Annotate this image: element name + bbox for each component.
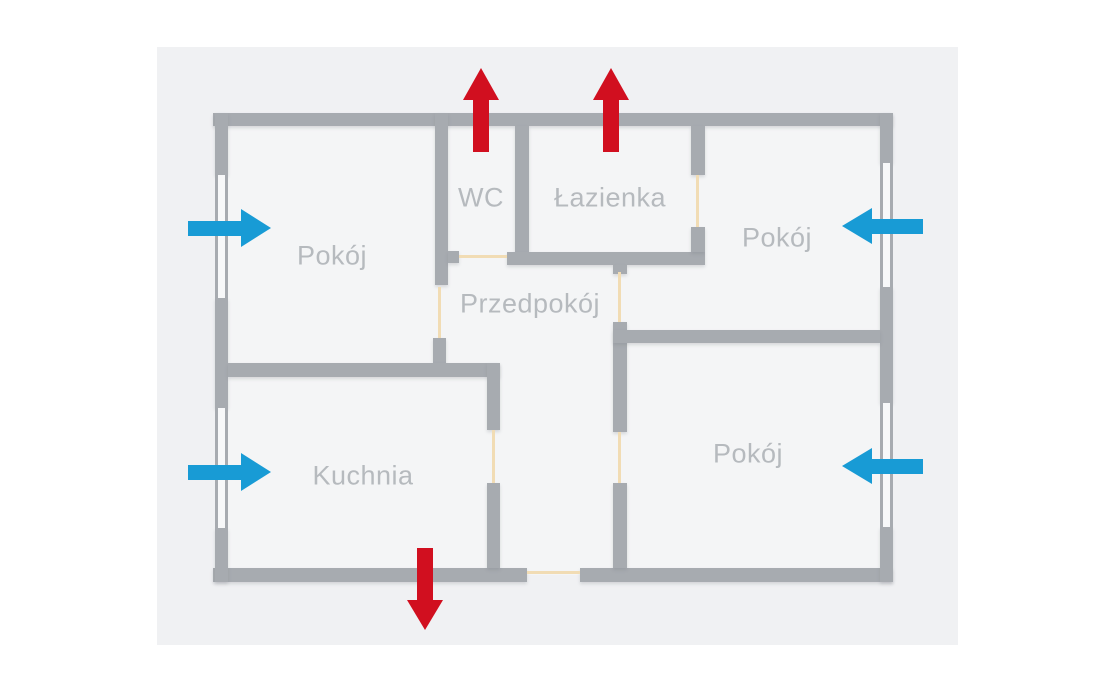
outer-wall-right-lower <box>880 527 893 582</box>
arrow-shaft <box>473 100 489 152</box>
door-wc <box>459 255 507 258</box>
wall-kitchen-top <box>228 363 500 377</box>
door-kitchen <box>492 430 495 483</box>
outer-wall-bottom-left <box>213 568 527 582</box>
outer-wall-right-upper <box>880 113 893 163</box>
arrow-head <box>241 209 271 247</box>
door-bathroom-room <box>696 175 699 227</box>
arrow-shaft <box>872 458 923 474</box>
arrow-head <box>407 600 443 630</box>
wall-bathroom-room-upper <box>691 126 705 175</box>
arrow-head <box>842 448 872 484</box>
room-label-bottom-right: Pokój <box>712 438 784 469</box>
outer-wall-bottom-right <box>580 568 893 582</box>
supply-arrow-left-room-bottom-right-icon <box>842 448 923 484</box>
wall-bathroom-room-lower <box>691 227 705 252</box>
room-label-bathroom: Łazienka <box>553 182 667 213</box>
arrow-head <box>842 208 872 244</box>
door-room-bottom-right <box>618 432 621 483</box>
wall-hallway-right-stub <box>613 265 627 274</box>
outer-wall-left-upper <box>215 113 228 175</box>
arrow-shaft <box>872 218 923 234</box>
exhaust-arrow-down-kitchen-icon <box>407 548 443 630</box>
outer-wall-right-middle <box>880 287 893 403</box>
outer-wall-left-middle <box>215 298 228 408</box>
wall-hallway-left <box>435 113 448 285</box>
exhaust-arrow-up-wc-icon <box>463 68 499 152</box>
wall-hallway-left-foot <box>448 251 459 263</box>
arrow-head <box>241 453 271 491</box>
wall-kitchen-right-upper <box>487 363 500 430</box>
supply-arrow-right-room-top-left-icon <box>188 209 272 247</box>
room-label-wc: WC <box>458 182 504 213</box>
door-room-top-left <box>438 287 441 338</box>
wall-rooms-divider <box>613 330 880 343</box>
wall-wc-bathroom-bottom <box>507 252 705 265</box>
arrow-head <box>463 68 499 100</box>
supply-arrow-left-room-top-right-icon <box>842 208 923 244</box>
door-hallway-right <box>618 272 621 322</box>
arrow-shaft <box>417 548 433 600</box>
arrow-shaft <box>188 220 241 236</box>
arrow-shaft <box>188 464 241 480</box>
wall-wc-bathroom-divider <box>515 126 529 252</box>
room-label-kitchen: Kuchnia <box>312 460 414 491</box>
door-entrance <box>527 571 580 574</box>
wall-hallway-right-lower <box>613 483 627 568</box>
wall-hallway-left-stub <box>433 338 446 365</box>
exhaust-arrow-up-bathroom-icon <box>593 68 629 152</box>
outer-wall-top <box>213 113 893 126</box>
room-label-hallway: Przedpokój <box>459 288 601 319</box>
arrow-head <box>593 68 629 100</box>
room-label-top-left: Pokój <box>296 240 368 271</box>
arrow-shaft <box>603 100 619 152</box>
apartment-interior <box>221 120 886 575</box>
outer-wall-left-lower <box>215 528 228 582</box>
wall-hallway-right-upper <box>613 322 627 432</box>
room-label-top-right: Pokój <box>741 222 813 253</box>
supply-arrow-right-kitchen-icon <box>188 453 272 491</box>
wall-kitchen-right-lower <box>487 483 500 568</box>
window-left-top <box>215 175 228 298</box>
